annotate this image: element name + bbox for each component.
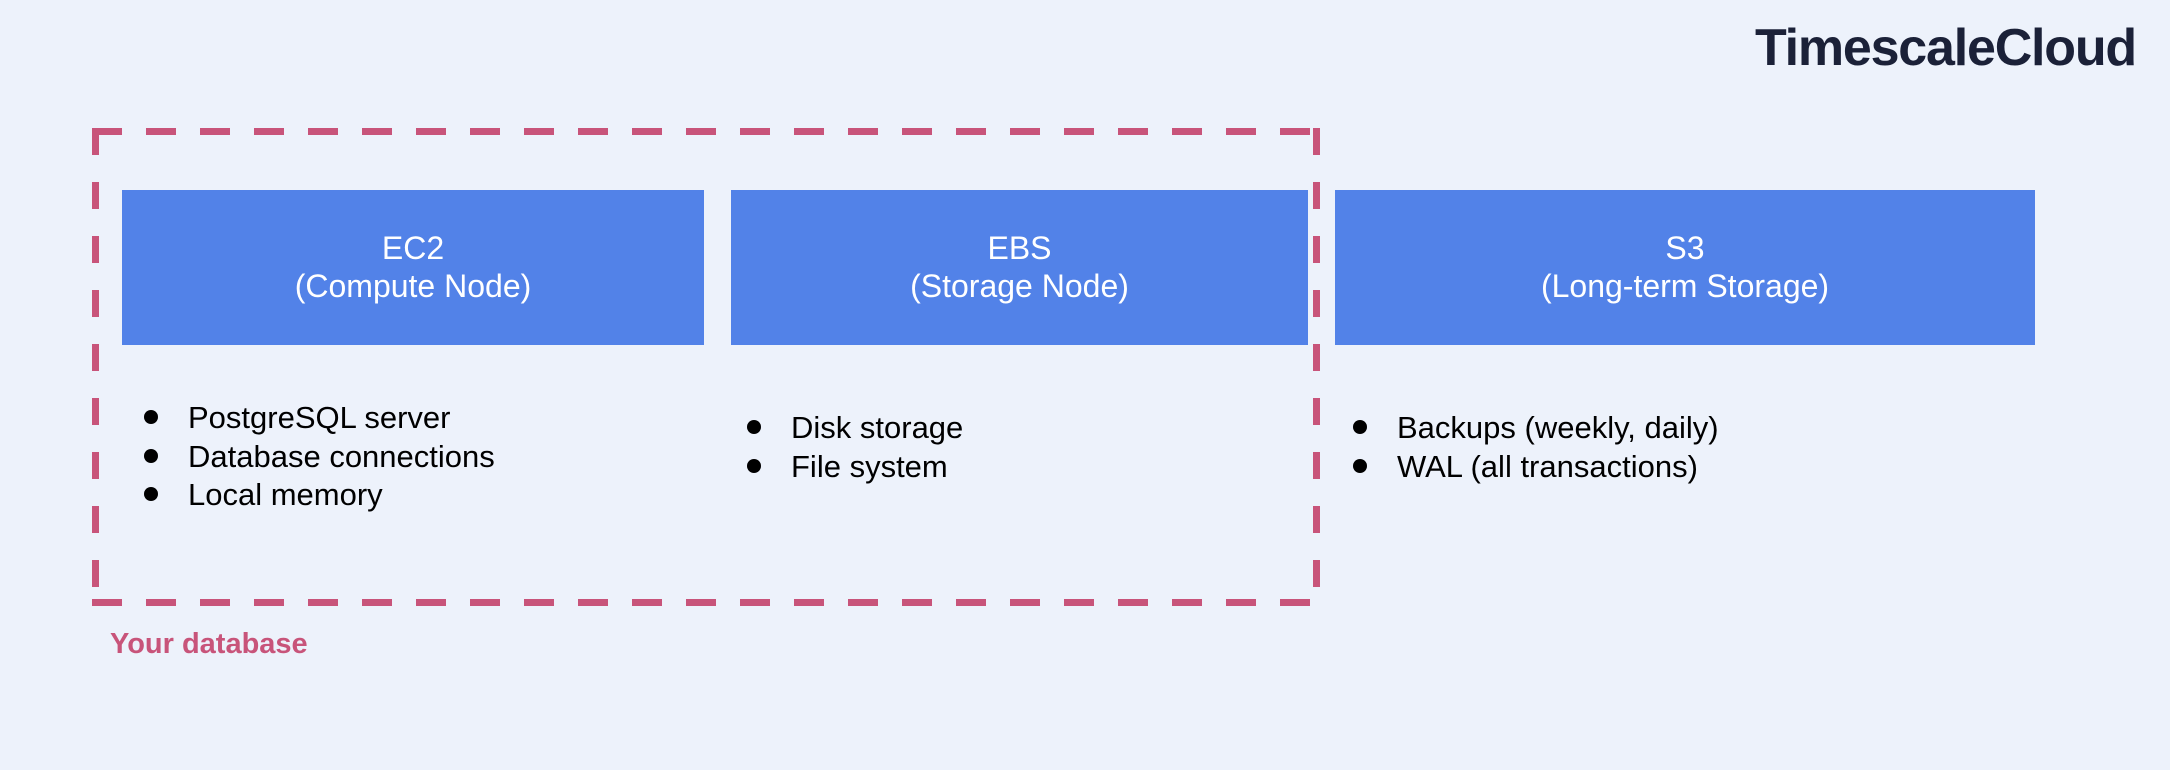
group-border-left xyxy=(92,128,99,606)
list-item-label: Backups (weekly, daily) xyxy=(1397,410,1719,445)
bullet-list-ec2: PostgreSQL server Database connections L… xyxy=(122,400,704,514)
column-ec2: EC2 (Compute Node) PostgreSQL server Dat… xyxy=(122,190,704,516)
list-item: Disk storage xyxy=(747,410,1308,447)
bullet-dot-icon xyxy=(144,410,158,424)
node-title-s3: S3 xyxy=(1665,229,1705,266)
list-item-label: WAL (all transactions) xyxy=(1397,448,1698,484)
bullet-dot-icon xyxy=(144,448,158,463)
list-item-label: Local memory xyxy=(188,477,383,513)
node-box-s3[interactable]: S3 (Long-term Storage) xyxy=(1335,190,2035,345)
list-item: File system xyxy=(747,449,1308,486)
list-item: Backups (weekly, daily) xyxy=(1353,410,2035,447)
list-item-label: File system xyxy=(791,448,948,484)
bullet-dot-icon xyxy=(1353,458,1367,473)
node-box-ec2[interactable]: EC2 (Compute Node) xyxy=(122,190,704,345)
node-box-ebs[interactable]: EBS (Storage Node) xyxy=(731,190,1308,345)
node-subtitle-ec2: (Compute Node) xyxy=(294,267,532,304)
list-item: Database connections xyxy=(144,439,704,476)
bullet-list-ebs: Disk storage File system xyxy=(731,410,1308,485)
node-title-ec2: EC2 xyxy=(381,229,445,266)
bullet-dot-icon xyxy=(144,487,158,502)
node-subtitle-ebs: (Storage Node) xyxy=(910,267,1129,304)
bullet-dot-icon xyxy=(1353,420,1367,434)
list-item-label: Disk storage xyxy=(791,410,964,445)
list-item: Local memory xyxy=(144,477,704,514)
node-subtitle-s3: (Long-term Storage) xyxy=(1540,267,1830,304)
column-ebs: EBS (Storage Node) Disk storage File sys… xyxy=(731,190,1308,487)
group-border-bottom xyxy=(92,599,1320,606)
node-title-ebs: EBS xyxy=(987,229,1052,266)
group-border-top xyxy=(92,128,1320,135)
list-item-label: PostgreSQL server xyxy=(188,400,451,435)
group-border-right xyxy=(1313,128,1320,606)
bullet-dot-icon xyxy=(747,458,761,473)
list-item-label: Database connections xyxy=(188,438,495,474)
list-item: WAL (all transactions) xyxy=(1353,449,2035,486)
bullet-dot-icon xyxy=(747,420,761,434)
timescale-cloud-logo: TimescaleCloud xyxy=(1754,19,2137,77)
bullet-list-s3: Backups (weekly, daily) WAL (all transac… xyxy=(1335,410,2035,485)
column-s3: S3 (Long-term Storage) Backups (weekly, … xyxy=(1335,190,2035,487)
list-item: PostgreSQL server xyxy=(144,400,704,437)
group-caption-your-database: Your database xyxy=(110,628,308,660)
